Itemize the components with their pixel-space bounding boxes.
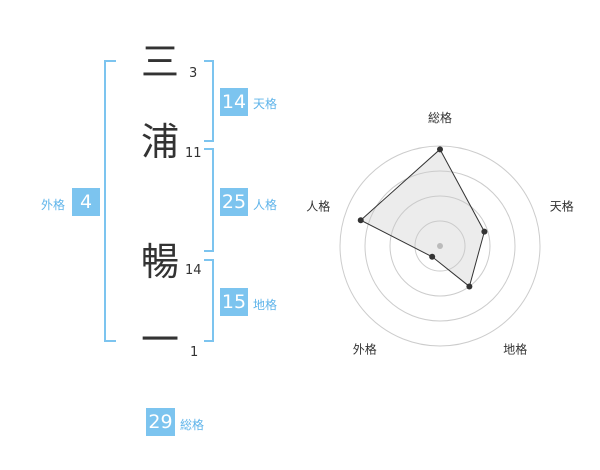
radar-point-5 <box>357 217 364 224</box>
radar-point-2 <box>481 228 488 235</box>
chikaku-label: 地格 <box>253 298 278 312</box>
radar-center-dot <box>437 243 443 249</box>
radar-point-1 <box>437 146 443 153</box>
radar-point-3 <box>466 283 473 290</box>
jinkaku-label: 人格 <box>253 198 278 212</box>
radar-polygon <box>359 148 485 288</box>
radar-axis-label-1: 総格 <box>428 110 452 125</box>
stroke-count-4: 1 <box>190 345 199 360</box>
name-char-3: 暢 <box>141 240 180 284</box>
jinkaku-bracket <box>204 148 214 252</box>
name-char-4: 一 <box>141 318 180 362</box>
radar-ring-2 <box>389 195 491 297</box>
name-char-2: 浦 <box>141 120 180 164</box>
radar-ring-4 <box>339 145 541 347</box>
name-char-1: 三 <box>141 40 180 84</box>
stroke-count-3: 14 <box>185 263 202 278</box>
tenkaku-bracket <box>204 60 214 142</box>
radar-ring-1 <box>414 220 466 272</box>
gaikaku-label: 外格 <box>41 198 66 212</box>
jinkaku-value: 25 <box>220 188 248 216</box>
soukaku-label: 総格 <box>180 418 205 432</box>
radar-axis-label-3: 地格 <box>503 342 527 357</box>
chikaku-bracket <box>204 259 214 342</box>
radar-axis-label-2: 天格 <box>550 198 574 213</box>
gaikaku-bracket <box>104 60 116 342</box>
chikaku-value: 15 <box>220 288 248 316</box>
tenkaku-value: 14 <box>220 88 248 116</box>
tenkaku-label: 天格 <box>253 97 278 111</box>
gaikaku-value: 4 <box>72 188 100 216</box>
stroke-count-1: 3 <box>189 66 198 81</box>
radar-axis-label-4: 外格 <box>353 342 377 357</box>
soukaku-value: 29 <box>146 408 175 436</box>
radar-ring-3 <box>364 170 516 322</box>
radar-point-4 <box>429 253 436 260</box>
radar-axis-label-5: 人格 <box>306 198 330 213</box>
stroke-count-2: 11 <box>185 146 202 161</box>
